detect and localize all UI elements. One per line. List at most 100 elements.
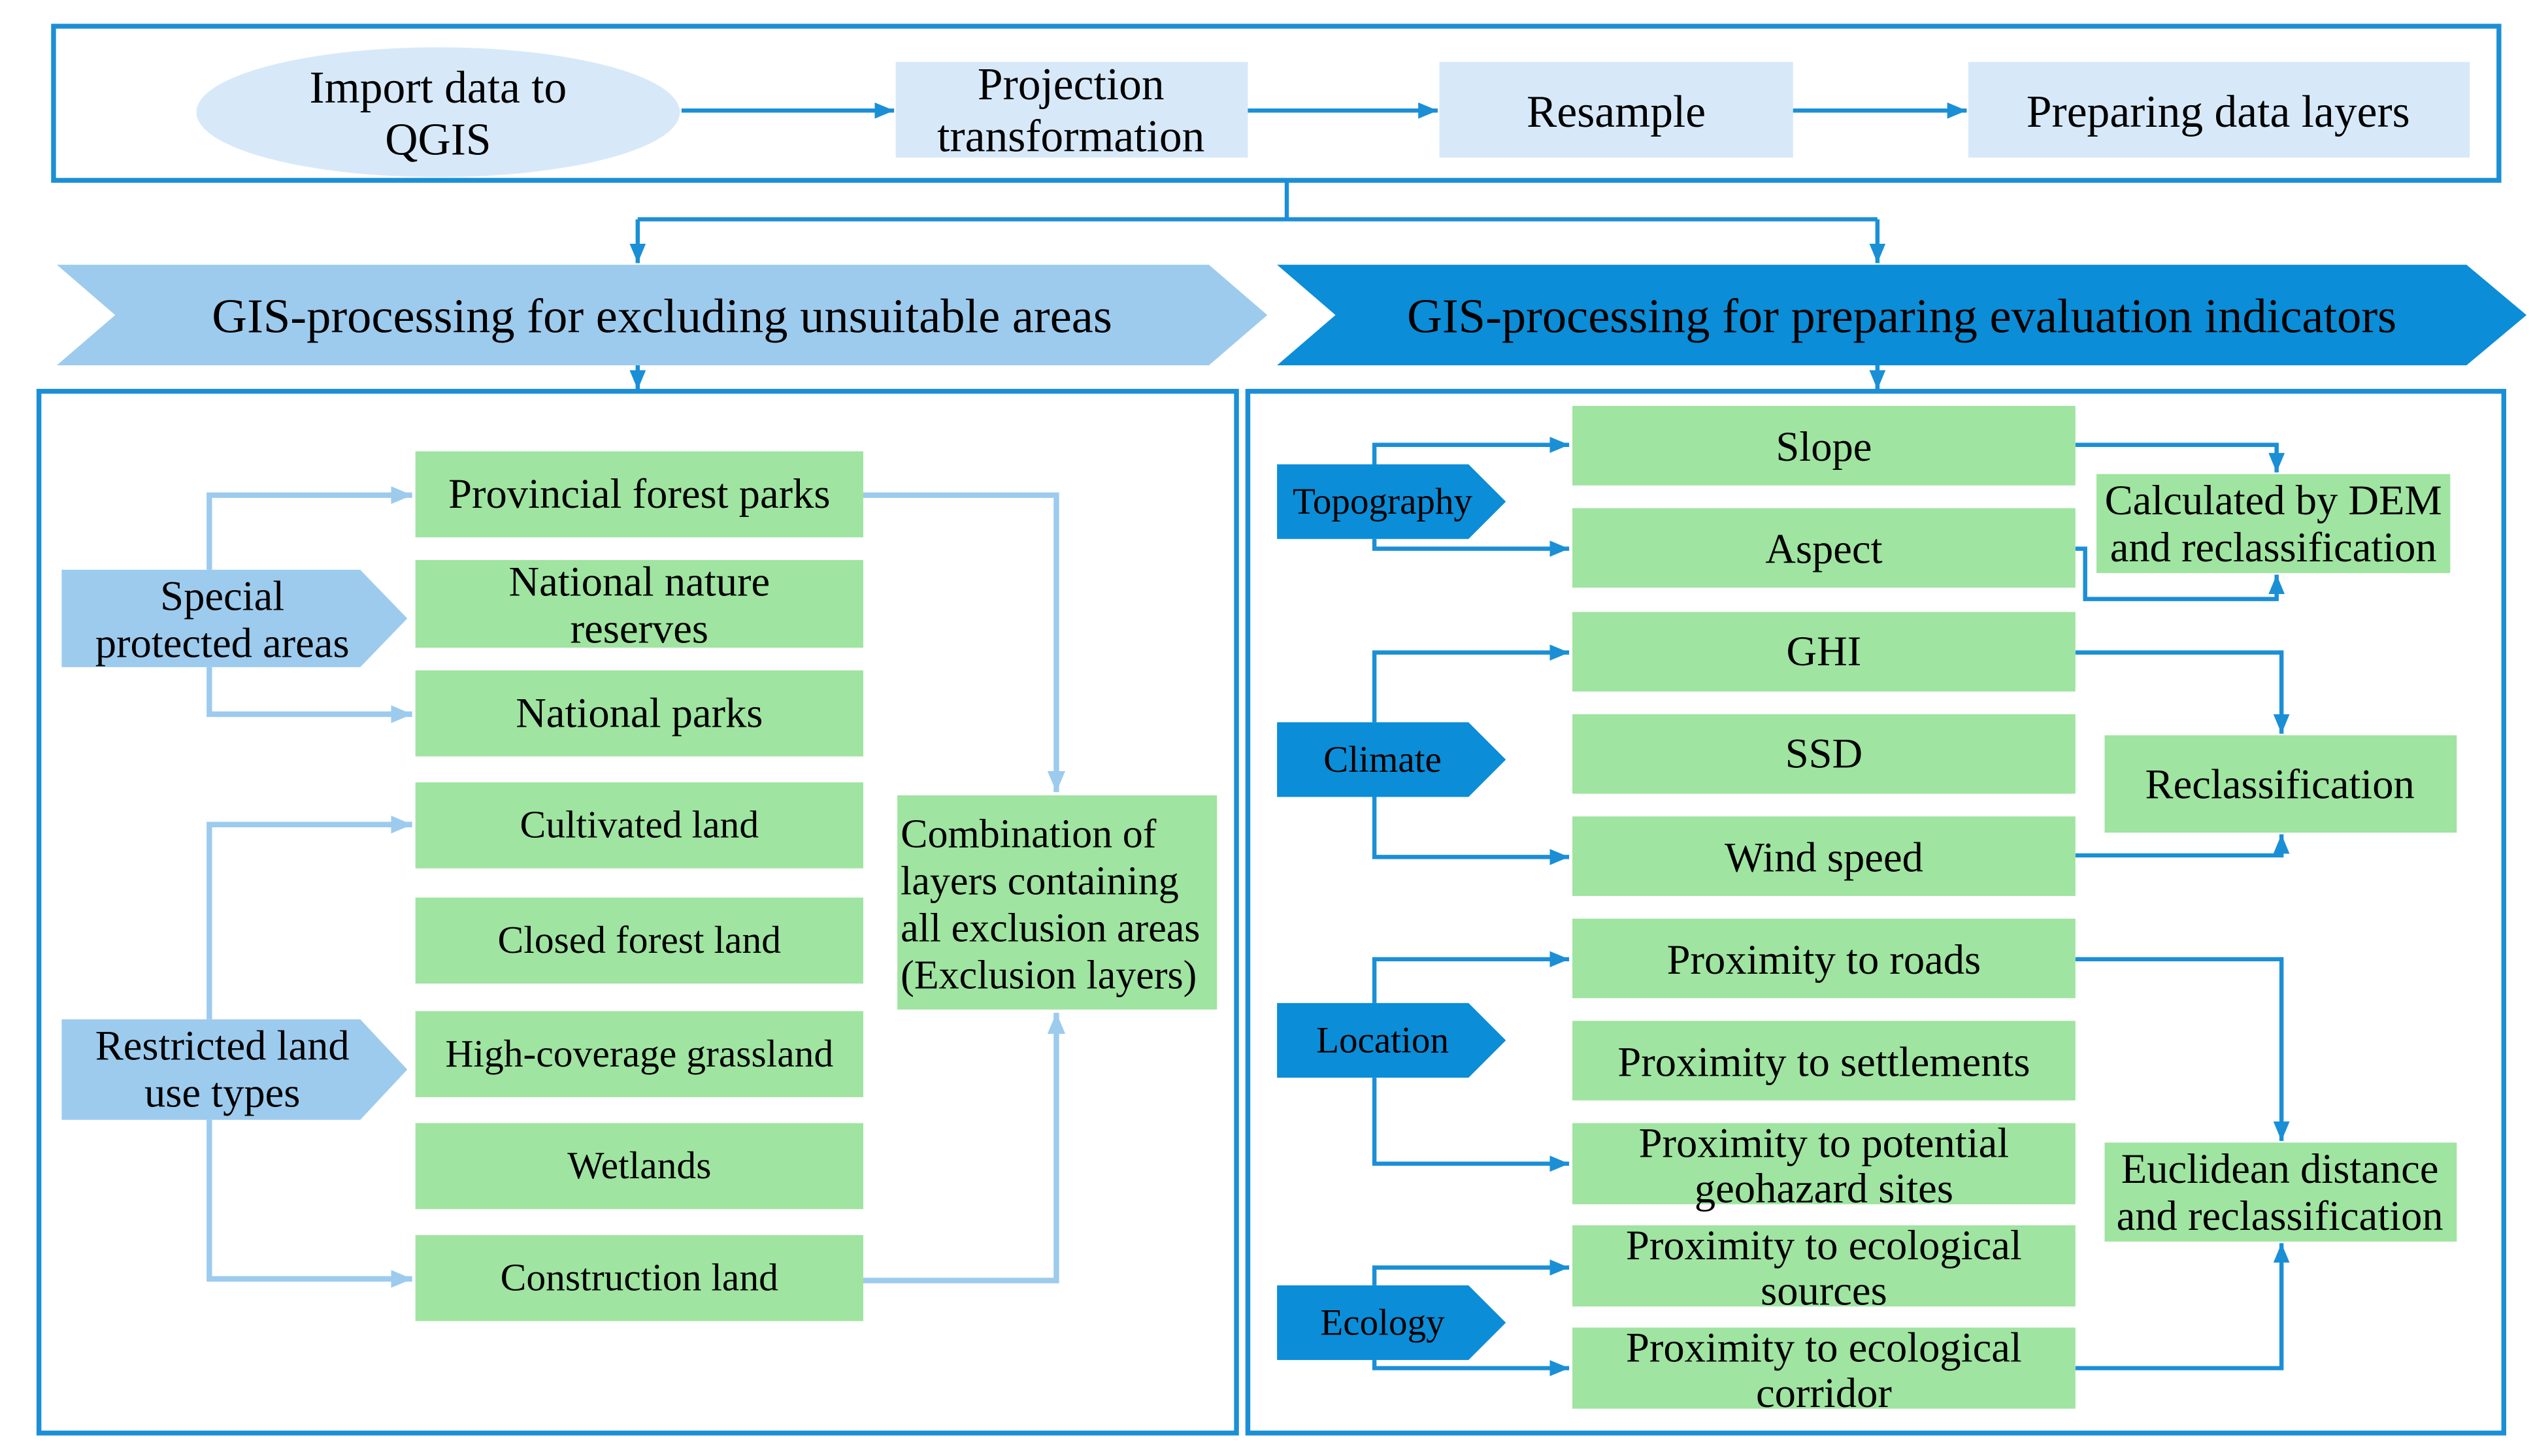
indicator-connector (1372, 1078, 1570, 1172)
indicator-box-proximity-settlements (1572, 1021, 2076, 1100)
location-label: Location (1316, 1019, 1449, 1061)
indicator-connector (1372, 538, 1570, 557)
evaluation-panel-frame (1245, 389, 2507, 1436)
method-connector (2075, 650, 2290, 734)
indicator-label: Wind speed (1725, 833, 1923, 880)
indicator-connector (1372, 797, 1570, 865)
indicator-label: Proximity to ecological (1626, 1323, 2022, 1370)
indicator-label: Proximity to ecological (1626, 1221, 2022, 1268)
restricted-land-use-label: use types (144, 1068, 300, 1116)
split-connector (629, 180, 1886, 263)
exclusion-layers-result-box (897, 795, 1217, 1010)
evaluation-panel: Topography Climate Location Ecology Slop… (1245, 389, 2507, 1436)
indicator-connector (1372, 644, 1570, 723)
method-label: Euclidean distance (2121, 1145, 2439, 1192)
layer-label: National nature (508, 557, 770, 604)
import-data-step (196, 47, 680, 178)
topography-label: Topography (1293, 481, 1473, 522)
indicator-box-proximity-ecological-corridor (1572, 1327, 2076, 1409)
exclusion-panel-frame (36, 389, 1239, 1436)
indicator-box-aspect (1572, 508, 2076, 588)
indicator-connector (1372, 1360, 1570, 1376)
indicator-box-wind-speed (1572, 816, 2076, 896)
method-label: Calculated by DEM (2105, 476, 2442, 523)
special-protected-areas-label: protected areas (95, 620, 350, 667)
projection-step (895, 61, 1248, 158)
indicator-box-ssd (1572, 714, 2076, 794)
indicator-connector (1372, 437, 1570, 465)
restricted-land-use-tag (61, 1019, 408, 1120)
group-connector (207, 667, 412, 723)
topography-tag (1277, 464, 1506, 539)
exclusion-banner: GIS-processing for excluding unsuitable … (56, 265, 1268, 366)
result-label: layers containing (901, 859, 1179, 904)
indicator-box-ghi (1572, 612, 2076, 692)
indicator-label: corridor (1756, 1369, 1892, 1416)
layer-box-closed-forest-land (415, 897, 863, 984)
indicator-label: Proximity to settlements (1617, 1038, 2030, 1085)
ecology-tag (1277, 1285, 1506, 1361)
layer-box-cultivated-land (415, 782, 863, 869)
evaluation-banner-label: GIS-processing for preparing evaluation … (1407, 290, 2396, 344)
method-connector (2075, 1243, 2290, 1370)
indicator-label: Proximity to roads (1667, 936, 1981, 983)
indicator-label: Proximity to potential (1639, 1119, 2010, 1166)
indicator-label: geohazard sites (1695, 1165, 1953, 1212)
method-connector (2075, 546, 2285, 601)
layer-label: Construction land (501, 1256, 778, 1299)
layer-label: reserves (571, 604, 708, 652)
evaluation-banner-shape (1277, 265, 2527, 366)
method-box-dem (2096, 474, 2451, 573)
group-connector (207, 486, 412, 570)
special-protected-areas-label: Special (160, 572, 284, 620)
indicator-connector (1372, 1259, 1570, 1285)
method-label: and reclassification (2117, 1192, 2443, 1239)
method-box-euclidean (2104, 1142, 2457, 1242)
indicator-label: Aspect (1765, 525, 1882, 572)
indicator-connector (1372, 951, 1570, 1003)
preprocessing-section: Import data to QGIS Projection transform… (51, 24, 2502, 183)
layer-label: High-coverage grassland (445, 1032, 833, 1075)
layer-box-national-nature-reserves (415, 560, 863, 648)
method-box-reclassification (2104, 735, 2457, 833)
result-label: all exclusion areas (901, 906, 1200, 951)
layer-box-construction-land (415, 1234, 863, 1321)
special-protected-areas-tag (61, 569, 408, 667)
restricted-land-use-label: Restricted land (95, 1021, 350, 1068)
layer-box-wetlands (415, 1123, 863, 1210)
method-connector (2075, 442, 2285, 472)
prepare-layers-step (1968, 61, 2470, 158)
indicator-box-proximity-ecological-sources (1572, 1225, 2076, 1307)
method-connector (2075, 834, 2290, 858)
indicator-label: GHI (1787, 627, 1862, 674)
result-label: Combination of (901, 812, 1157, 857)
group-connector (207, 1119, 412, 1288)
layer-label: National parks (516, 689, 763, 736)
result-label: (Exclusion layers) (901, 953, 1197, 998)
layer-label: Cultivated land (520, 803, 759, 846)
preprocessing-frame (51, 24, 2502, 183)
indicator-box-proximity-geohazard (1572, 1123, 2076, 1204)
layer-label: Wetlands (567, 1144, 711, 1187)
layer-label: Provincial forest parks (448, 470, 830, 517)
layer-box-high-coverage-grassland (415, 1011, 863, 1097)
group-connector (207, 816, 412, 1019)
projection-label: transformation (937, 111, 1204, 161)
method-label: Reclassification (2145, 761, 2415, 808)
climate-label: Climate (1323, 739, 1442, 780)
combine-connector (863, 1012, 1066, 1283)
evaluation-banner: GIS-processing for preparing evaluation … (1277, 265, 2527, 366)
indicator-label: SSD (1785, 729, 1862, 776)
import-data-label: Import data to (310, 63, 567, 113)
prepare-layers-label: Preparing data layers (2027, 87, 2410, 137)
exclusion-banner-shape (56, 265, 1268, 366)
method-label: and reclassification (2110, 523, 2437, 571)
exclusion-banner-label: GIS-processing for excluding unsuitable … (212, 290, 1112, 344)
indicator-label: Slope (1776, 423, 1872, 470)
combine-connector (863, 492, 1066, 793)
resample-label: Resample (1527, 87, 1706, 137)
indicator-box-slope (1572, 406, 2076, 486)
ecology-label: Ecology (1320, 1302, 1445, 1344)
indicator-box-proximity-roads (1572, 918, 2076, 999)
